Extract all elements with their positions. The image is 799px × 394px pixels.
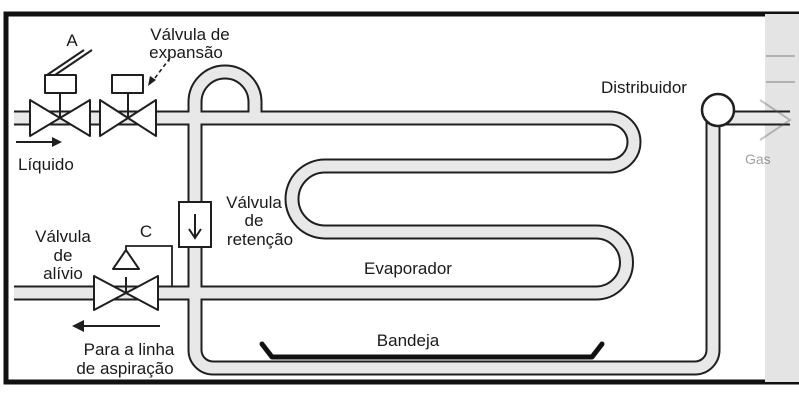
label-evaporator: Evaporador <box>364 259 452 278</box>
label-expansion-valve-line2: expansão <box>149 43 223 62</box>
label-expansion-valve-line1: Válvula de <box>150 25 229 44</box>
expansion-valve-icon <box>99 57 171 137</box>
label-liquid: Líquido <box>18 155 74 174</box>
liquid-flow-arrow-icon <box>16 137 62 147</box>
tray-icon <box>259 341 605 360</box>
check-valve-icon <box>178 201 212 248</box>
label-relief-valve-line1: Válvula <box>35 227 91 246</box>
label-c: C <box>140 222 152 241</box>
suction-flow-arrow-icon <box>72 320 160 332</box>
relief-valve-c-icon <box>93 245 173 311</box>
label-check-valve-line3: retenção <box>227 230 293 249</box>
label-right-fragment: Gas <box>745 151 771 167</box>
label-check-valve-line2: de <box>245 211 264 230</box>
right-shadow-strip <box>765 14 799 382</box>
valve-a-icon <box>29 49 93 137</box>
label-check-valve-line1: Válvula <box>226 193 282 212</box>
label-relief-valve-line3: alívio <box>43 264 83 283</box>
right-fragment-icon <box>759 55 795 141</box>
label-tray: Bandeja <box>377 331 440 350</box>
label-suction-line-line2: de aspiração <box>76 359 173 378</box>
label-a: A <box>66 31 78 50</box>
label-distributor: Distribuidor <box>601 78 687 97</box>
label-relief-valve-line2: de <box>54 246 73 265</box>
distributor-icon <box>700 92 736 128</box>
label-suction-line-line1: Para a linha <box>84 340 175 359</box>
